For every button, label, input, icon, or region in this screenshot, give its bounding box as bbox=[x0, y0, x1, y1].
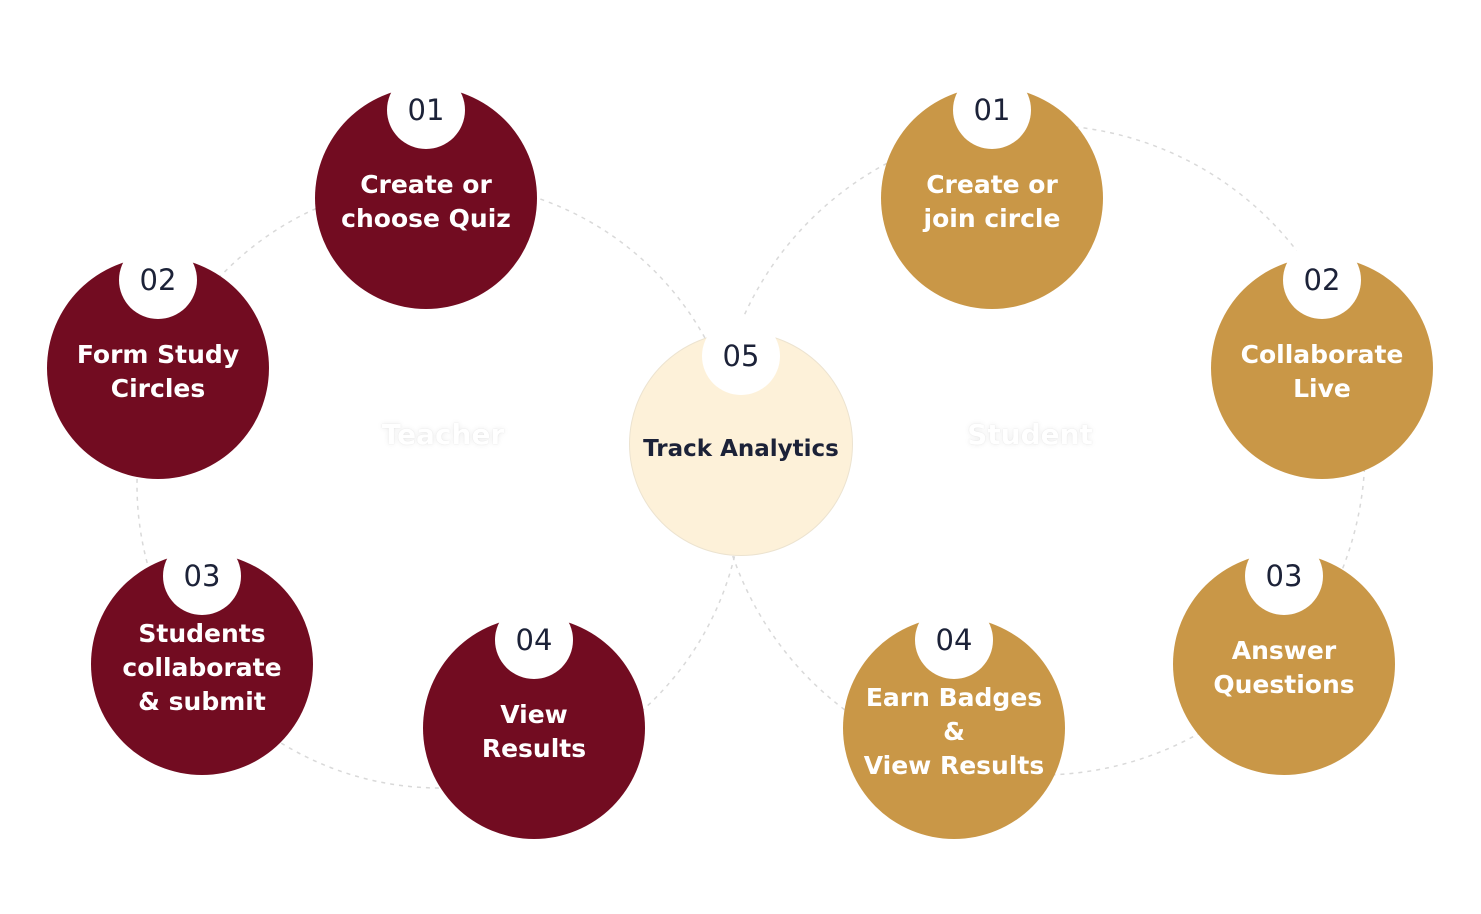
step-label: Create or choose Quiz bbox=[341, 170, 511, 233]
step-label: Form Study Circles bbox=[76, 340, 240, 403]
step-number-badge: 02 bbox=[119, 241, 197, 319]
student-step-4: 04 Earn Badges & View Results bbox=[843, 601, 1065, 839]
step-number-badge: 04 bbox=[495, 601, 573, 679]
teacher-step-1: 01 Create or choose Quiz bbox=[315, 71, 537, 309]
step-number-badge: 03 bbox=[1245, 537, 1323, 615]
teacher-step-2: 02 Form Study Circles bbox=[47, 241, 269, 479]
step-number-badge: 05 bbox=[702, 317, 780, 395]
step-label: Track Analytics bbox=[643, 436, 839, 462]
step-number-badge: 01 bbox=[953, 71, 1031, 149]
step-label: View Results bbox=[481, 700, 587, 763]
step-label: Earn Badges & View Results bbox=[863, 683, 1045, 780]
center-step-5: 05 Track Analytics bbox=[630, 317, 852, 555]
step-label: Collaborate Live bbox=[1240, 340, 1404, 403]
step-label: Answer Questions bbox=[1213, 636, 1355, 699]
step-label: Create or join circle bbox=[923, 170, 1061, 233]
student-hub-label: Student bbox=[967, 418, 1093, 451]
step-label: Students collaborate & submit bbox=[122, 619, 282, 716]
step-number-badge: 03 bbox=[163, 537, 241, 615]
student-step-2: 02 Collaborate Live bbox=[1211, 241, 1433, 479]
student-step-1: 01 Create or join circle bbox=[881, 71, 1103, 309]
teacher-hub-label: Teacher bbox=[381, 418, 505, 451]
teacher-step-4: 04 View Results bbox=[423, 601, 645, 839]
step-number-badge: 01 bbox=[387, 71, 465, 149]
teacher-step-3: 03 Students collaborate & submit bbox=[91, 537, 313, 775]
step-number-badge: 04 bbox=[915, 601, 993, 679]
step-number-badge: 02 bbox=[1283, 241, 1361, 319]
student-step-3: 03 Answer Questions bbox=[1173, 537, 1395, 775]
